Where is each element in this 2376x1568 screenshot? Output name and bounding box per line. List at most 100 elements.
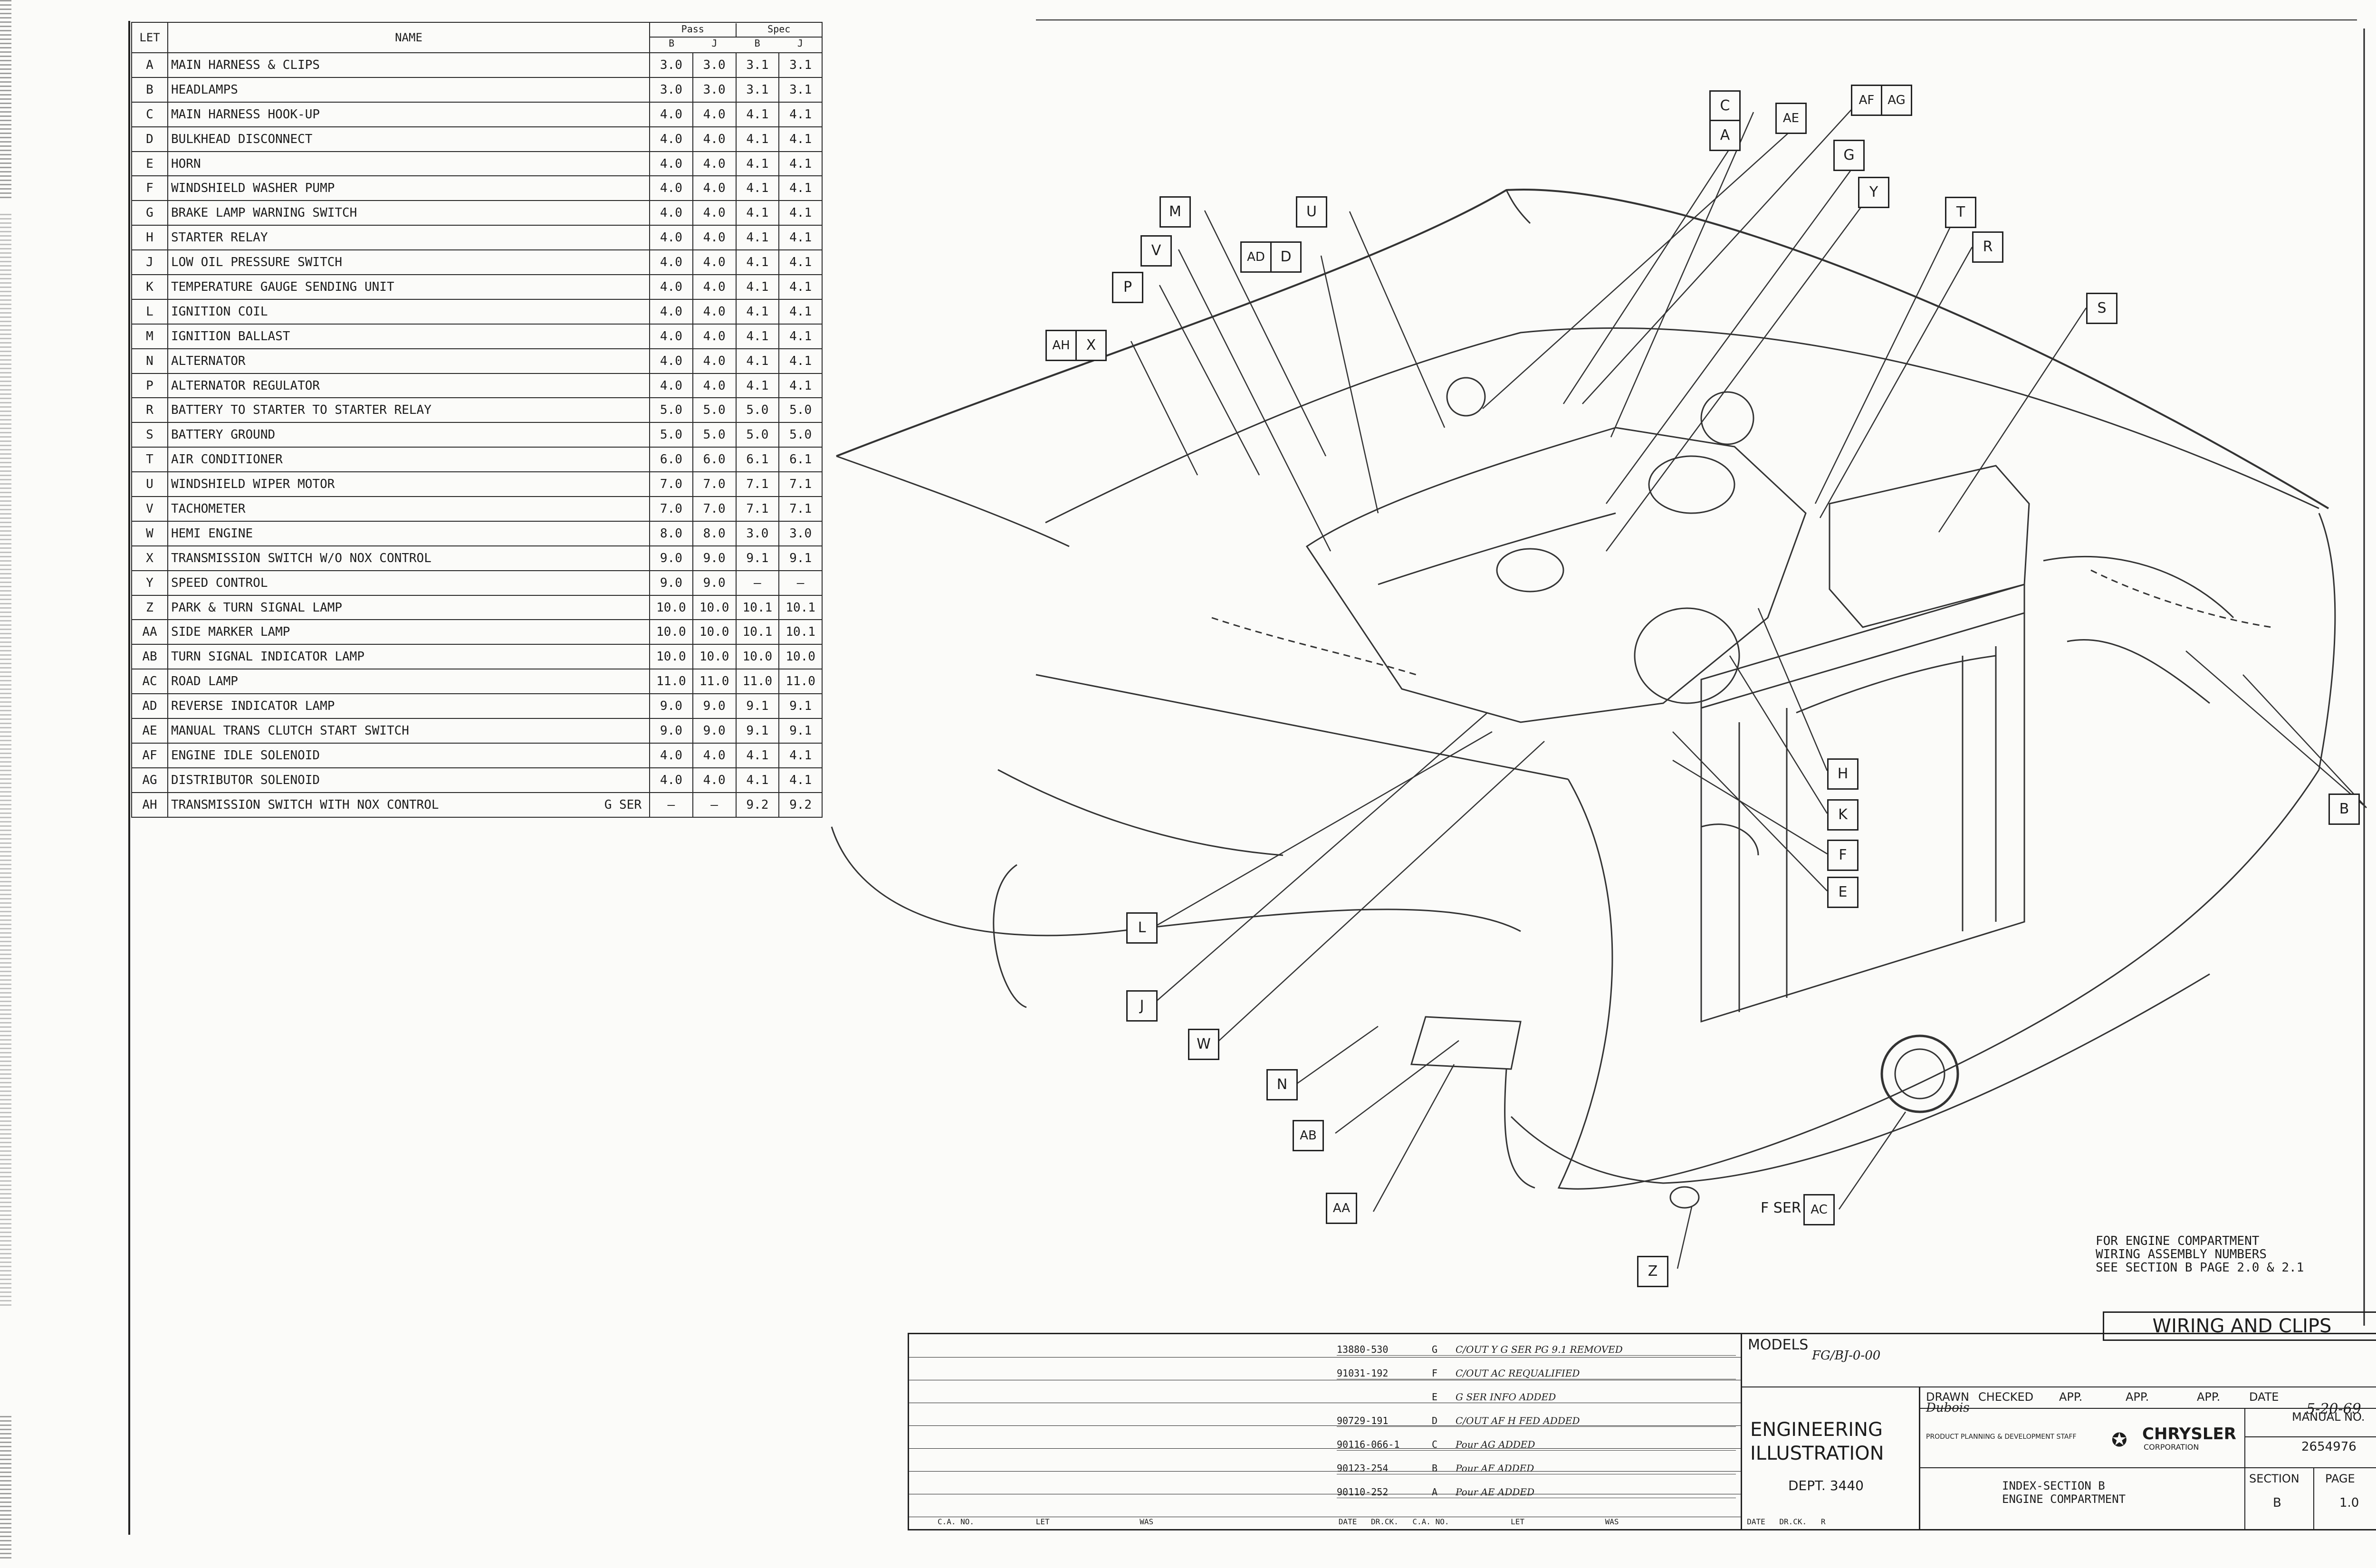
header-group-2: Spec [767, 23, 791, 35]
row-name-cell: STARTER RELAY [167, 225, 650, 251]
callout-D: D [1270, 241, 1302, 273]
row-page-value: 5.0 [778, 397, 823, 423]
row-page-value: 4.1 [735, 200, 780, 226]
row-page-value: 10.0 [778, 644, 823, 670]
date-label: DATE [2249, 1390, 2279, 1404]
row-letter: AB [131, 644, 168, 670]
revision-desc: C/OUT AC REQUALIFIED [1456, 1367, 1580, 1379]
row-page-value: 7.1 [735, 496, 780, 522]
row-name: WINDSHIELD WIPER MOTOR [171, 477, 335, 492]
row-page-value: 5.0 [649, 397, 693, 423]
row-name: HEMI ENGINE [171, 526, 253, 541]
callout-N: N [1266, 1069, 1298, 1100]
table-header-row: LET NAME Pass Spec B J B J [131, 22, 823, 53]
row-letter: U [131, 471, 168, 497]
row-name-cell: IGNITION COIL [167, 298, 650, 325]
row-page-value: 4.1 [778, 225, 823, 251]
row-name: REVERSE INDICATOR LAMP [171, 699, 335, 714]
row-name: MAIN HARNESS & CLIPS [171, 57, 320, 72]
row-page-value: 9.1 [778, 545, 823, 571]
callout-L: L [1126, 912, 1158, 944]
callout-AD: AD [1240, 241, 1272, 273]
row-page-value: 10.0 [735, 644, 780, 670]
callout-Z: Z [1637, 1256, 1668, 1287]
row-name: BATTERY GROUND [171, 428, 276, 442]
row-name: TACHOMETER [171, 501, 246, 516]
row-page-value: 4.1 [735, 348, 780, 374]
row-page-value: 8.0 [649, 520, 693, 546]
row-page-value: 4.0 [692, 323, 737, 349]
row-name: DISTRIBUTOR SOLENOID [171, 773, 320, 787]
row-page-value: 5.0 [692, 397, 737, 423]
row-page-value: 4.0 [649, 373, 693, 399]
row-name: BULKHEAD DISCONNECT [171, 132, 313, 146]
row-page-value: 4.1 [735, 175, 780, 201]
row-page-value: — [692, 792, 737, 818]
row-page-value: 3.0 [778, 520, 823, 546]
row-page-value: 4.1 [735, 767, 780, 793]
footer-was: WAS [1140, 1517, 1154, 1526]
row-page-value: 6.0 [692, 447, 737, 473]
checked-label: CHECKED [1978, 1390, 2034, 1404]
callout-AF: AF [1851, 85, 1882, 116]
row-name-cell: ALTERNATOR REGULATOR [167, 373, 650, 399]
row-page-value: 7.0 [692, 496, 737, 522]
callout-T: T [1945, 197, 1976, 228]
footer-let: LET [1511, 1517, 1525, 1526]
row-letter: AA [131, 619, 168, 645]
row-page-value: 4.1 [735, 742, 780, 768]
row-page-value: 7.0 [692, 471, 737, 497]
footer-dr-ck: DR.CK. [1370, 1517, 1399, 1526]
row-letter: G [131, 200, 168, 226]
row-name: ALTERNATOR [171, 354, 246, 368]
row-page-value: 4.0 [649, 126, 693, 152]
row-page-value: 4.1 [778, 200, 823, 226]
row-name: ALTERNATOR REGULATOR [171, 378, 320, 393]
header-name: NAME [167, 22, 650, 53]
header-sub: J [711, 38, 718, 49]
description-line-1: INDEX-SECTION B [2002, 1479, 2105, 1492]
footer-let: LET [1035, 1517, 1050, 1526]
scan-edge-mark [0, 0, 11, 200]
models-label: MODELS [1748, 1337, 1809, 1353]
row-page-value: 11.0 [649, 669, 693, 695]
row-page-value: 11.0 [778, 669, 823, 695]
row-page-value: 5.0 [735, 397, 780, 423]
row-name-cell: AIR CONDITIONER [167, 447, 650, 473]
row-page-value: 4.0 [649, 101, 693, 127]
scan-edge-mark [0, 214, 11, 1307]
row-page-value: 9.2 [735, 792, 780, 818]
divider [2313, 1468, 2314, 1529]
row-page-value: 4.0 [692, 742, 737, 768]
row-page-value: 4.1 [778, 373, 823, 399]
row-page-value: 4.1 [778, 151, 823, 177]
revision-let: G [1432, 1344, 1438, 1355]
header-sub: B [669, 38, 675, 49]
row-name-cell: LOW OIL PRESSURE SWITCH [167, 249, 650, 276]
row-page-value: 4.0 [692, 348, 737, 374]
callout-E: E [1827, 877, 1859, 908]
row-name-cell: MAIN HARNESS & CLIPS [167, 52, 650, 78]
row-name: MANUAL TRANS CLUTCH START SWITCH [171, 723, 409, 738]
row-page-value: 9.0 [692, 718, 737, 744]
row-page-value: 4.1 [778, 348, 823, 374]
row-page-value: 5.0 [735, 422, 780, 448]
row-letter: M [131, 323, 168, 349]
callout-Y: Y [1858, 177, 1889, 208]
row-page-value: 10.1 [735, 619, 780, 645]
revision-let: D [1432, 1415, 1438, 1426]
row-page-value: — [778, 570, 823, 596]
row-name: SIDE MARKER LAMP [171, 625, 290, 640]
row-letter: AH [131, 792, 168, 818]
row-name: BRAKE LAMP WARNING SWITCH [171, 206, 357, 220]
row-page-value: 5.0 [692, 422, 737, 448]
